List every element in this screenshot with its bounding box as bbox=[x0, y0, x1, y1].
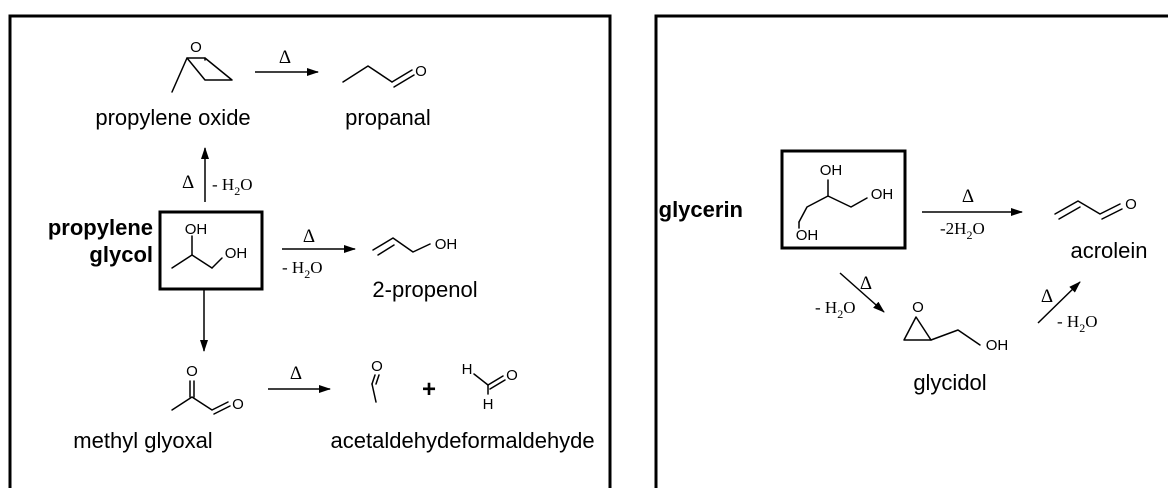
methyl-glyoxal-structure: O O bbox=[171, 363, 244, 415]
right-panel: glycerin OH OH OH Δ -2H2O O acrolein Δ bbox=[654, 14, 1168, 488]
heat-symbol: Δ bbox=[962, 186, 974, 207]
atom-label: O bbox=[912, 299, 924, 316]
minus-water-label: - H2O bbox=[212, 175, 252, 198]
propylene-glycol-structure: OH OH bbox=[171, 221, 248, 269]
atom-label: O bbox=[371, 358, 383, 375]
minus-water-text: - H bbox=[815, 298, 837, 317]
right-panel-frame bbox=[654, 14, 1168, 488]
heat-symbol: Δ bbox=[1041, 286, 1053, 307]
atom-label: O bbox=[506, 367, 518, 384]
atom-label: O bbox=[232, 396, 244, 413]
glycidol-label: glycidol bbox=[913, 370, 986, 395]
minus-two-water-label: -2H2O bbox=[940, 219, 985, 242]
minus-water-text: - H bbox=[212, 175, 234, 194]
propenol-label: 2-propenol bbox=[372, 277, 477, 302]
water-oxygen: O bbox=[972, 219, 984, 238]
formaldehyde-structure: H O H bbox=[462, 361, 518, 413]
water-subscript: 2 bbox=[966, 228, 972, 242]
atom-label: OH bbox=[796, 227, 819, 244]
atom-label: O bbox=[1125, 196, 1137, 213]
water-oxygen: O bbox=[843, 298, 855, 317]
heat-symbol: Δ bbox=[279, 47, 291, 68]
atom-label: O bbox=[190, 39, 202, 56]
water-oxygen: O bbox=[1085, 312, 1097, 331]
glycerin-box bbox=[780, 149, 907, 250]
arrow-glycidol-to-acrolein bbox=[1037, 281, 1081, 324]
minus-water-text: - H bbox=[1057, 312, 1079, 331]
minus-two-water-text: -2H bbox=[940, 219, 966, 238]
atom-label: OH bbox=[986, 337, 1009, 354]
glycerin-label: glycerin bbox=[659, 197, 743, 222]
atom-label: OH bbox=[871, 186, 894, 203]
heat-symbol: Δ bbox=[860, 273, 872, 294]
propylene-oxide-structure: O bbox=[171, 39, 233, 93]
propylene-oxide-label: propylene oxide bbox=[95, 105, 250, 130]
glycidol-structure: O OH bbox=[903, 299, 1009, 354]
left-panel: O propylene oxide Δ O propanal Δ - H2O p… bbox=[8, 14, 612, 488]
minus-water-text: - H bbox=[282, 258, 304, 277]
atom-label: OH bbox=[820, 162, 843, 179]
acrolein-structure: O bbox=[1054, 196, 1137, 220]
propylene-glycol-label-line2: glycol bbox=[89, 242, 153, 267]
minus-water-label: - H2O bbox=[282, 258, 322, 281]
arrow-glycerin-to-glycidol bbox=[839, 272, 885, 313]
atom-label: OH bbox=[435, 236, 458, 253]
plus-sign: + bbox=[422, 376, 436, 403]
acetaldehyde-structure: O bbox=[371, 358, 383, 403]
heat-symbol: Δ bbox=[303, 226, 315, 247]
svg-text:- H2O: - H2O bbox=[212, 175, 252, 198]
atom-label: OH bbox=[185, 221, 208, 238]
svg-text:-2H2O: -2H2O bbox=[940, 219, 985, 242]
water-subscript: 2 bbox=[1079, 321, 1085, 335]
water-oxygen: O bbox=[240, 175, 252, 194]
propanal-structure: O bbox=[342, 63, 427, 88]
methyl-glyoxal-label: methyl glyoxal bbox=[73, 428, 212, 453]
minus-water-label: - H2O bbox=[1057, 312, 1097, 335]
heat-symbol: Δ bbox=[182, 172, 194, 193]
svg-text:- H2O: - H2O bbox=[282, 258, 322, 281]
propylene-glycol-box bbox=[158, 210, 264, 291]
propenol-structure: OH bbox=[372, 236, 458, 256]
atom-label: H bbox=[483, 396, 494, 413]
water-subscript: 2 bbox=[837, 307, 843, 321]
acetaldehyde-label: acetaldehyde bbox=[331, 428, 462, 453]
formaldehyde-label: formaldehyde bbox=[461, 428, 594, 453]
atom-label: O bbox=[415, 63, 427, 80]
heat-symbol: Δ bbox=[290, 363, 302, 384]
water-subscript: 2 bbox=[234, 184, 240, 198]
atom-label: OH bbox=[225, 245, 248, 262]
minus-water-label: - H2O bbox=[815, 298, 855, 321]
acrolein-label: acrolein bbox=[1070, 238, 1147, 263]
propanal-label: propanal bbox=[345, 105, 431, 130]
svg-text:- H2O: - H2O bbox=[815, 298, 855, 321]
svg-text:- H2O: - H2O bbox=[1057, 312, 1097, 335]
glycerin-structure: OH OH OH bbox=[796, 162, 894, 244]
propylene-glycol-label-line1: propylene bbox=[48, 215, 153, 240]
left-panel-frame bbox=[8, 14, 612, 488]
water-oxygen: O bbox=[310, 258, 322, 277]
atom-label: O bbox=[186, 363, 198, 380]
water-subscript: 2 bbox=[304, 267, 310, 281]
atom-label: H bbox=[462, 361, 473, 378]
